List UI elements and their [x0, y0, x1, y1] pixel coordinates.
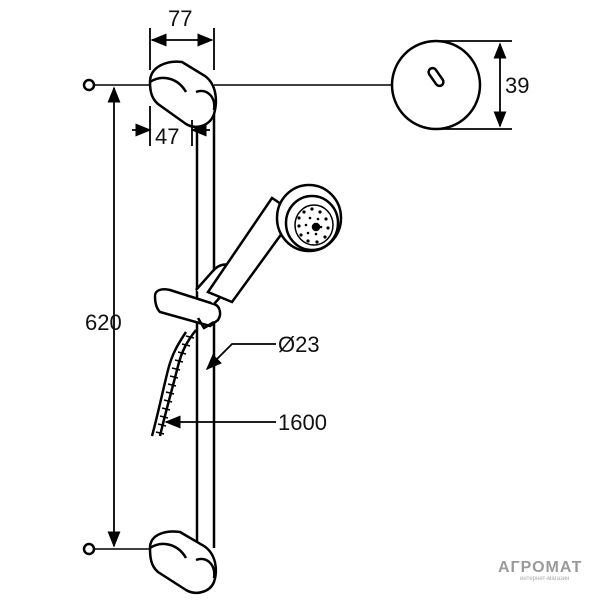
bracket-depth-label: 47	[155, 124, 179, 149]
cap-diameter-label: 39	[505, 73, 529, 98]
bracket-depth-dimension	[132, 106, 210, 146]
rail-length-label: 620	[85, 310, 122, 335]
hose-length-label: 1600	[278, 410, 327, 435]
hose-coil-marks	[155, 335, 195, 435]
rail-diameter-label: Ø23	[278, 332, 320, 357]
cap-diameter-dimension	[436, 40, 512, 130]
top-mounting-point	[82, 78, 96, 92]
rail-diameter-leader	[205, 343, 276, 371]
shower-head-nozzles	[297, 207, 330, 244]
bracket-width-label: 77	[168, 6, 192, 31]
watermark-tagline: интернет-магазин	[520, 576, 569, 582]
slide-rail	[195, 112, 216, 548]
top-wall-bracket	[148, 60, 218, 128]
hand-shower	[206, 183, 343, 304]
bottom-mounting-point	[82, 542, 96, 556]
bottom-wall-bracket	[148, 530, 218, 594]
cap-slot	[427, 66, 445, 88]
bracket-width-dimension	[149, 28, 215, 70]
watermark-brand: AГРОМАТ	[498, 559, 582, 576]
